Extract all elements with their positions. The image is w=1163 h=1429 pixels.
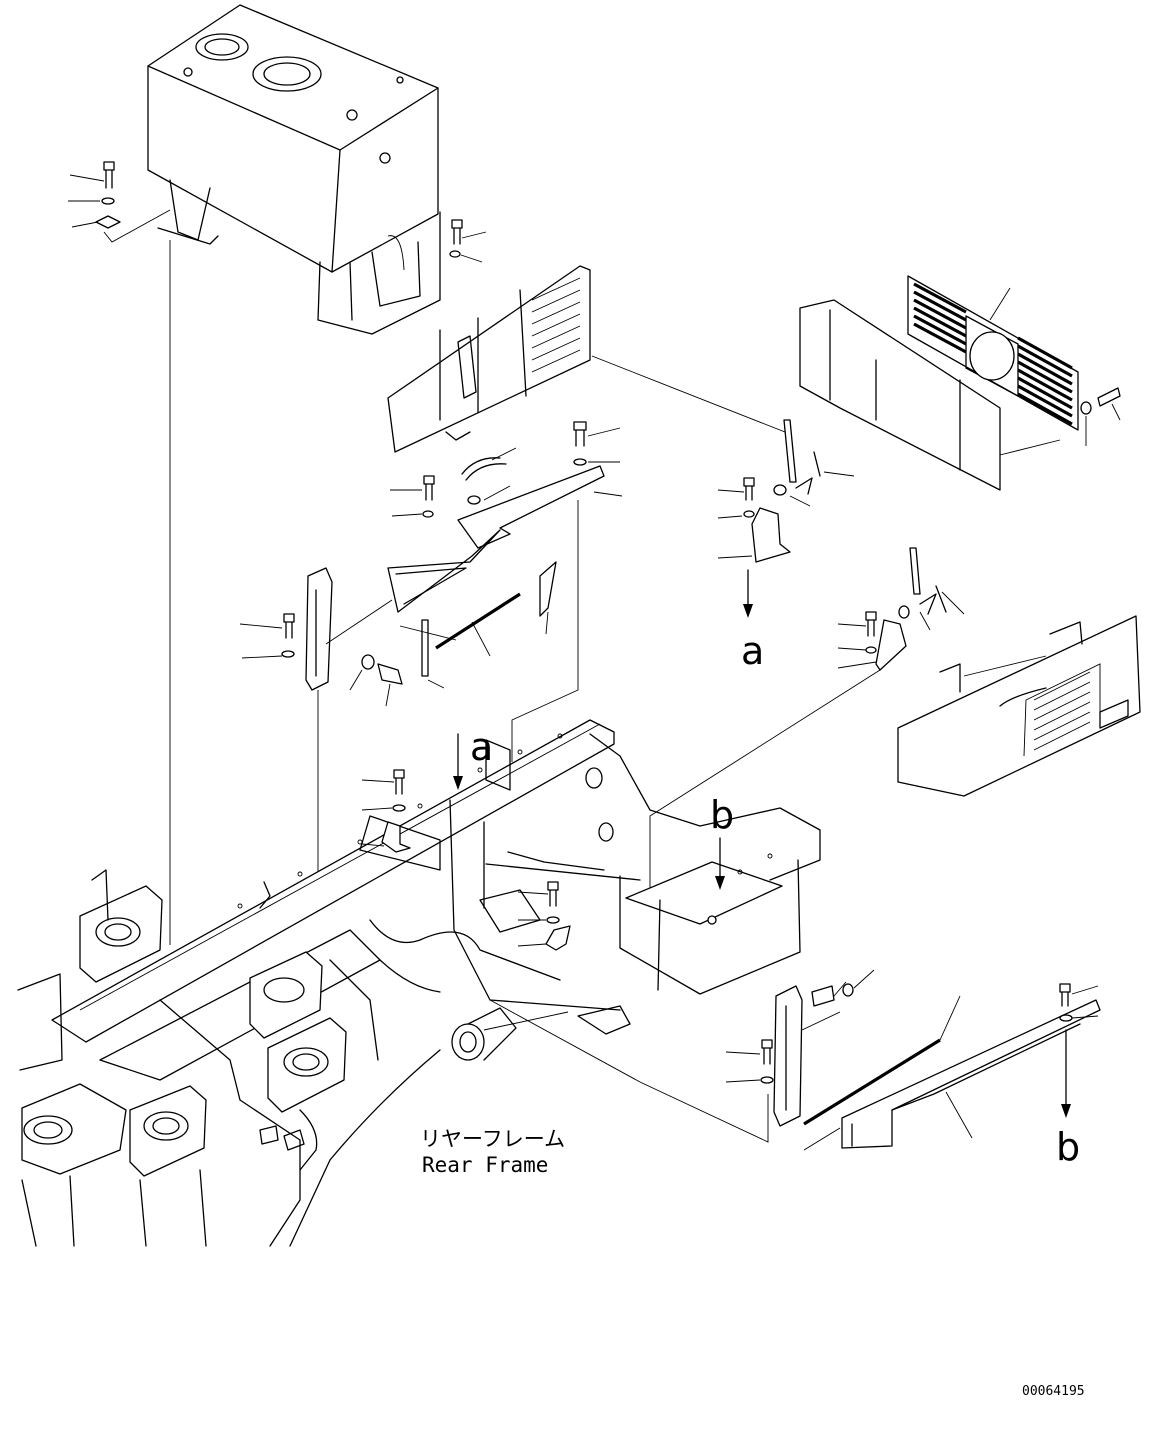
hydraulic-tank	[147, 4, 441, 335]
cover-strip-lower-right	[803, 983, 1101, 1151]
louver-grille	[799, 275, 1121, 491]
caption-japanese: リヤーフレーム	[420, 1127, 565, 1151]
bracket-b-upper	[649, 547, 965, 890]
callout-a-lower: a	[470, 725, 493, 769]
bracket-left	[239, 567, 403, 895]
document-number: 00064195	[1022, 1384, 1085, 1399]
grille-slats	[913, 282, 1073, 426]
callout-arrow-a	[453, 733, 463, 790]
bracket-a-upper	[717, 419, 855, 618]
bracket-assembly-center	[387, 447, 623, 762]
bracket-lower-right	[489, 969, 875, 1143]
callout-a-upper: a	[741, 629, 764, 673]
bolt-set-tank-right	[449, 219, 487, 263]
side-panel-right	[897, 615, 1141, 797]
bolt-set-frame-center	[361, 769, 411, 853]
control-valve-assembly	[387, 265, 786, 453]
bolt-set-center	[390, 421, 621, 518]
bolt-set-top-left	[68, 161, 171, 945]
callout-arrow-b	[715, 837, 725, 890]
frame-boss	[289, 1005, 631, 1247]
frame-mounts-left	[17, 869, 379, 1247]
frame-holes	[237, 733, 773, 909]
callout-b-lower: b	[1056, 1125, 1080, 1169]
callout-b-upper: b	[710, 793, 734, 837]
rear-frame	[51, 719, 821, 1081]
bolt-set-frame-lower	[517, 881, 571, 951]
caption-english: Rear Frame	[422, 1153, 548, 1177]
